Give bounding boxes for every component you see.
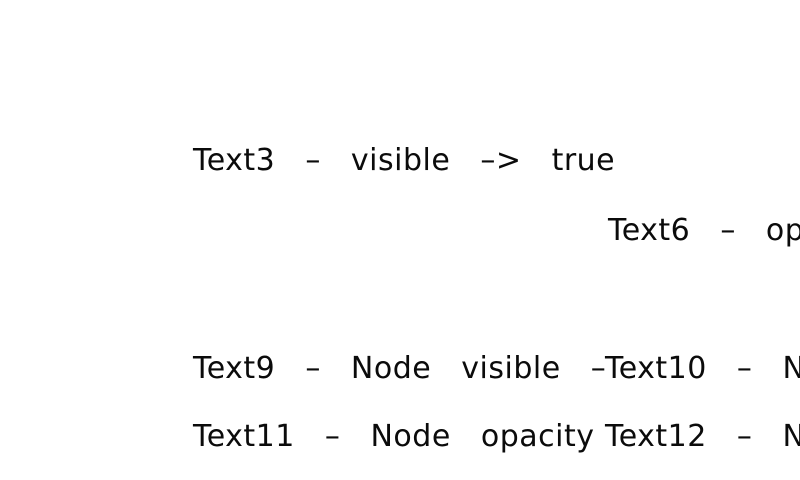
- text-run-text10: Text10 – Node: [605, 354, 800, 384]
- text-run-text12: Text12 – Node: [605, 422, 800, 452]
- text-run-text3: Text3 – visible –> true: [193, 143, 616, 178]
- text-run-text6: Text6 – opacity: [608, 213, 800, 248]
